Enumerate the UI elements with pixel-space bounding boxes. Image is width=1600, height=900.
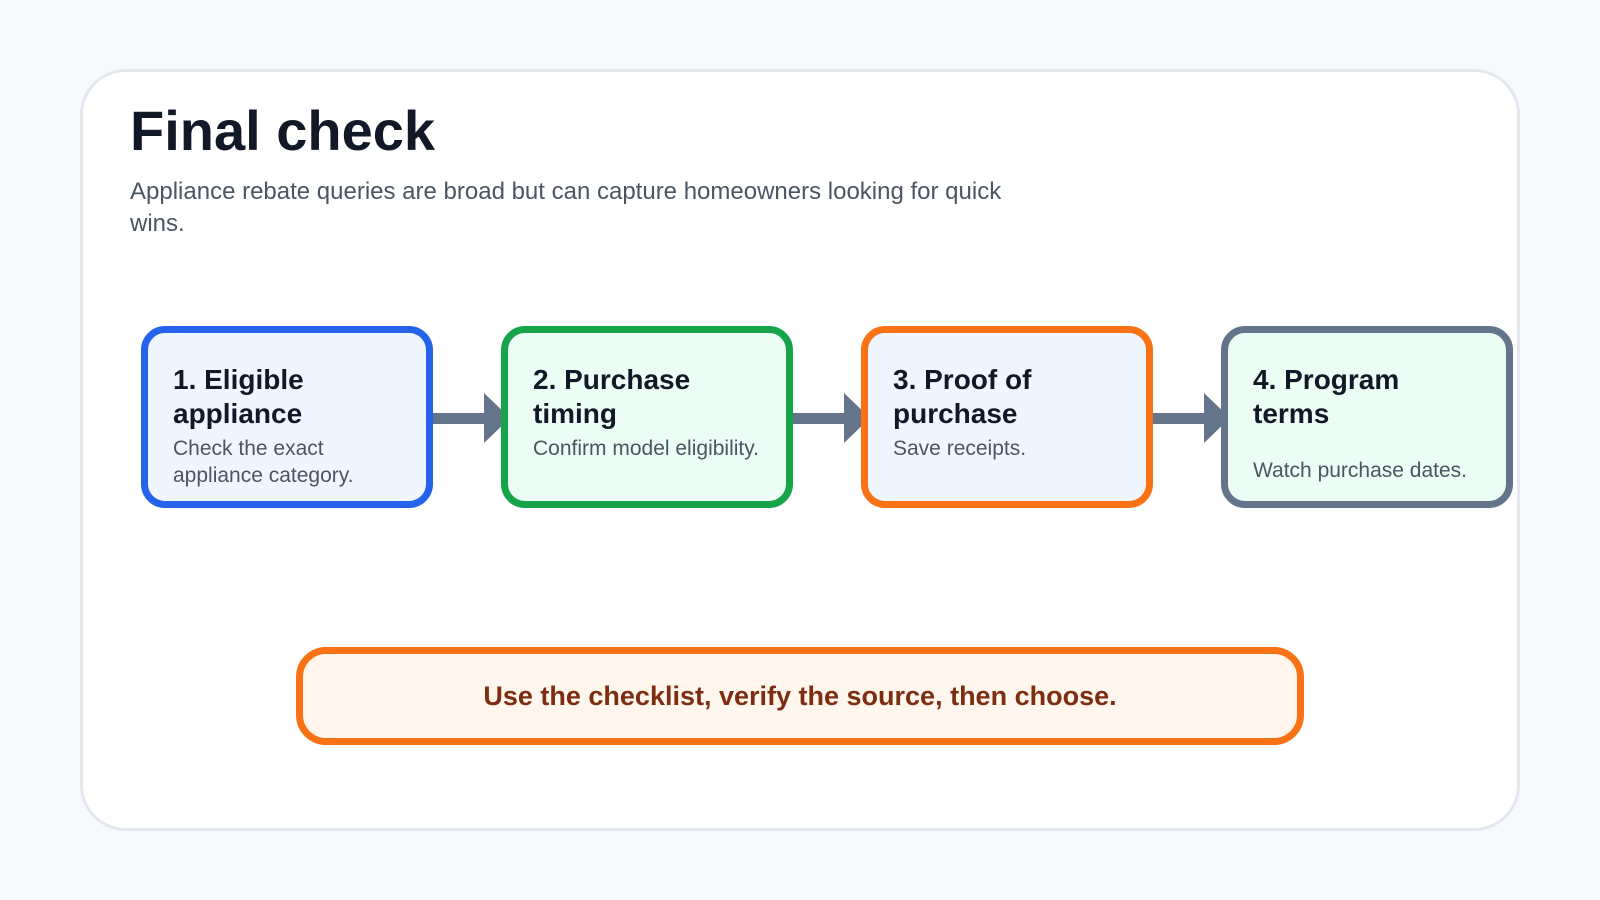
step-title: 1. Eligible appliance [173,364,304,429]
step-description: Watch purchase dates. [1253,459,1467,482]
step-description: Check the exact appliance category. [173,437,354,487]
arrow-1-to-2 [433,393,510,443]
arrow-3-to-4 [1153,393,1230,443]
step-title: 4. Program terms [1253,364,1400,429]
arrow-2-to-3 [793,393,870,443]
step-eligible-appliance: 1. Eligible appliance Check the exact ap… [141,326,433,508]
page-title: Final check [130,99,436,162]
step-description: Save receipts. [893,437,1027,460]
step-purchase-timing: 2. Purchase timing Confirm model eligibi… [501,326,793,508]
callout-text: Use the checklist, verify the source, th… [483,680,1117,711]
callout-box: Use the checklist, verify the source, th… [296,647,1304,745]
step-title: 2. Purchase timing [533,364,691,429]
step-proof-of-purchase: 3. Proof of purchase Save receipts. [861,326,1153,508]
step-program-terms: 4. Program terms Watch purchase dates. [1221,326,1513,508]
page-subtitle: Appliance rebate queries are broad but c… [130,178,1002,237]
step-description: Confirm model eligibility. [533,437,760,460]
step-title: 3. Proof of purchase [893,364,1032,429]
